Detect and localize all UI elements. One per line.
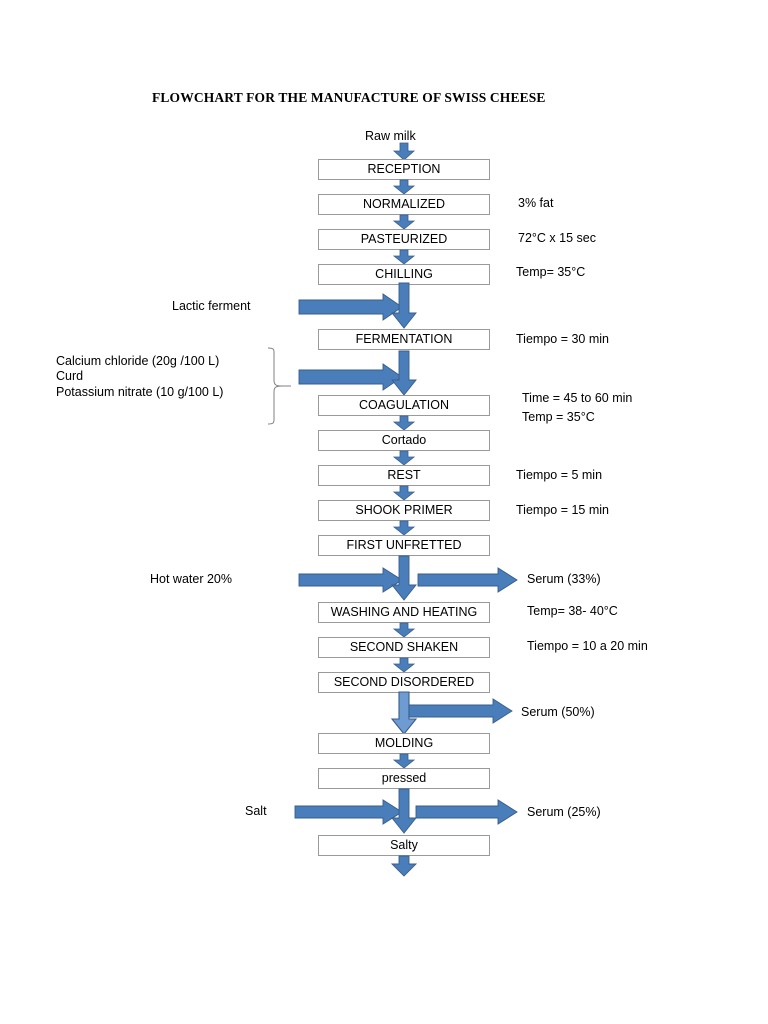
input-label-hot-water: Hot water 20% bbox=[150, 572, 232, 586]
note-fermentation: Tiempo = 30 min bbox=[516, 332, 609, 346]
arrow-down-chilling-to-fermentation bbox=[390, 282, 418, 329]
arrow-right-salt-feed bbox=[294, 799, 403, 825]
page-title: FLOWCHART FOR THE MANUFACTURE OF SWISS C… bbox=[152, 90, 546, 105]
node-reception[interactable]: RECEPTION bbox=[318, 159, 490, 180]
note-shook-primer: Tiempo = 15 min bbox=[516, 503, 609, 517]
arrow-right-serum-25-output bbox=[415, 799, 518, 825]
output-label-serum-25: Serum (25%) bbox=[527, 805, 601, 819]
arrow-down-washing-to-second-shaken bbox=[392, 622, 416, 638]
arrow-down-salty-terminal bbox=[390, 855, 418, 877]
arrow-down-coagulation-to-cortado bbox=[392, 415, 416, 431]
note-pasteurized: 72°C x 15 sec bbox=[518, 231, 596, 245]
node-label-raw-milk: Raw milk bbox=[365, 129, 416, 143]
node-washing-and-heating[interactable]: WASHING AND HEATING bbox=[318, 602, 490, 623]
node-fermentation[interactable]: FERMENTATION bbox=[318, 329, 490, 350]
arrow-down-reception-to-normalized bbox=[392, 179, 416, 195]
note-coagulation-temp: Temp = 35°C bbox=[522, 410, 595, 424]
arrow-right-lactic-ferment-feed bbox=[298, 293, 403, 321]
node-pressed[interactable]: pressed bbox=[318, 768, 490, 789]
note-coagulation-time: Time = 45 to 60 min bbox=[522, 391, 633, 405]
note-normalized: 3% fat bbox=[518, 196, 554, 210]
note-chilling: Temp= 35°C bbox=[516, 265, 586, 279]
node-cortado[interactable]: Cortado bbox=[318, 430, 490, 451]
node-molding[interactable]: MOLDING bbox=[318, 733, 490, 754]
arrow-down-molding-to-pressed bbox=[392, 753, 416, 769]
node-chilling[interactable]: CHILLING bbox=[318, 264, 490, 285]
arrow-down-first-unfretted-to-washing bbox=[390, 555, 418, 601]
arrow-down-fermentation-to-coagulation bbox=[390, 350, 418, 396]
arrow-right-hot-water-feed bbox=[298, 567, 403, 593]
node-shook-primer[interactable]: SHOOK PRIMER bbox=[318, 500, 490, 521]
input-label-calcium-chloride: Calcium chloride (20g /100 L) bbox=[56, 354, 220, 368]
input-label-curd: Curd bbox=[56, 369, 84, 383]
arrow-down-normalized-to-pasteurized bbox=[392, 214, 416, 230]
input-label-salt: Salt bbox=[245, 804, 267, 818]
node-pasteurized[interactable]: PASTEURIZED bbox=[318, 229, 490, 250]
arrow-right-additives-feed bbox=[298, 363, 403, 391]
arrow-down-shook-primer-to-first-unfretted bbox=[392, 520, 416, 536]
output-label-serum-33: Serum (33%) bbox=[527, 572, 601, 586]
brace-additives-group bbox=[262, 347, 292, 425]
note-second-shaken: Tiempo = 10 a 20 min bbox=[527, 639, 648, 653]
note-washing-and-heating: Temp= 38- 40°C bbox=[527, 604, 618, 618]
note-rest: Tiempo = 5 min bbox=[516, 468, 603, 482]
arrow-right-serum-50-output bbox=[408, 698, 513, 724]
arrow-down-raw-milk-to-reception bbox=[392, 142, 416, 161]
output-label-serum-50: Serum (50%) bbox=[521, 705, 595, 719]
arrow-down-pasteurized-to-chilling bbox=[392, 249, 416, 265]
input-label-lactic-ferment: Lactic ferment bbox=[172, 299, 251, 313]
arrow-down-rest-to-shook-primer bbox=[392, 485, 416, 501]
input-label-potassium-nitrate: Potassium nitrate (10 g/100 L) bbox=[56, 385, 224, 399]
arrow-down-cortado-to-rest bbox=[392, 450, 416, 466]
node-first-unfretted[interactable]: FIRST UNFRETTED bbox=[318, 535, 490, 556]
node-second-disordered[interactable]: SECOND DISORDERED bbox=[318, 672, 490, 693]
node-second-shaken[interactable]: SECOND SHAKEN bbox=[318, 637, 490, 658]
arrow-down-pressed-to-salty bbox=[390, 788, 418, 834]
node-coagulation[interactable]: COAGULATION bbox=[318, 395, 490, 416]
arrow-down-second-shaken-to-second-disordered bbox=[392, 657, 416, 673]
node-rest[interactable]: REST bbox=[318, 465, 490, 486]
node-salty[interactable]: Salty bbox=[318, 835, 490, 856]
arrow-down-second-disordered-to-molding bbox=[390, 691, 418, 735]
node-normalized[interactable]: NORMALIZED bbox=[318, 194, 490, 215]
arrow-right-serum-33-output bbox=[417, 567, 518, 593]
